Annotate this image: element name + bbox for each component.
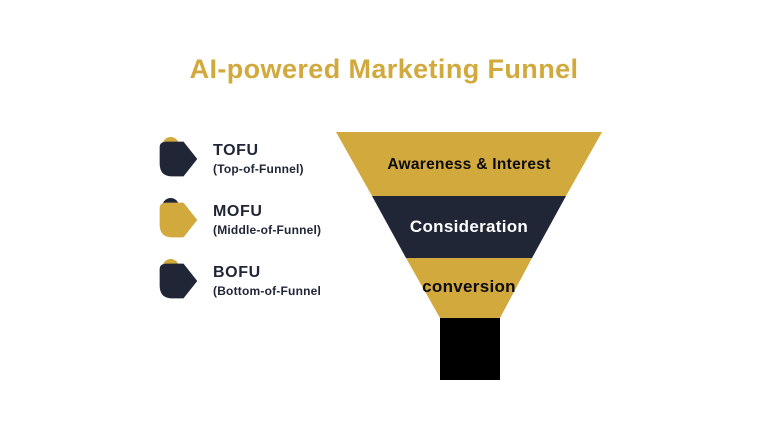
legend-item-tofu: TOFU (Top-of-Funnel) (156, 136, 321, 182)
legend-text-block: MOFU (Middle-of-Funnel) (213, 203, 321, 237)
legend-item-title: MOFU (213, 203, 263, 220)
funnel-stage-tag-icon (159, 137, 198, 177)
legend-item-subtitle: (Top-of-Funnel) (213, 162, 304, 176)
legend-item-mofu: MOFU (Middle-of-Funnel) (156, 197, 321, 243)
legend-item-title: BOFU (213, 264, 261, 281)
funnel-stage-conversion-label: conversion (422, 277, 516, 296)
funnel-stage-consideration (372, 196, 566, 258)
funnel-diagram: Awareness & Interest Consideration conve… (336, 132, 602, 380)
legend-item-title: TOFU (213, 142, 259, 159)
icon-body (159, 202, 198, 238)
funnel-stage-awareness-label: Awareness & Interest (387, 156, 550, 173)
icon-body (159, 263, 198, 299)
funnel-stage-tag-icon (159, 259, 198, 299)
funnel-stage-consideration-label: Consideration (410, 217, 528, 236)
legend-text-block: TOFU (Top-of-Funnel) (213, 142, 304, 176)
legend-item-bofu: BOFU (Bottom-of-Funnel (156, 258, 321, 304)
legend-item-subtitle: (Middle-of-Funnel) (213, 223, 322, 237)
page-title: AI-powered Marketing Funnel (189, 54, 579, 84)
funnel-stage-conversion (406, 258, 532, 318)
funnel-spout (440, 318, 500, 380)
icon-body (159, 141, 198, 177)
legend-item-subtitle: (Bottom-of-Funnel (213, 284, 322, 298)
funnel-stage-awareness (336, 132, 602, 196)
legend-text-block: BOFU (Bottom-of-Funnel (213, 264, 321, 298)
legend: TOFU (Top-of-Funnel) MOFU (Middle-of-Fun… (156, 136, 321, 304)
funnel-stage-tag-icon (159, 198, 198, 238)
